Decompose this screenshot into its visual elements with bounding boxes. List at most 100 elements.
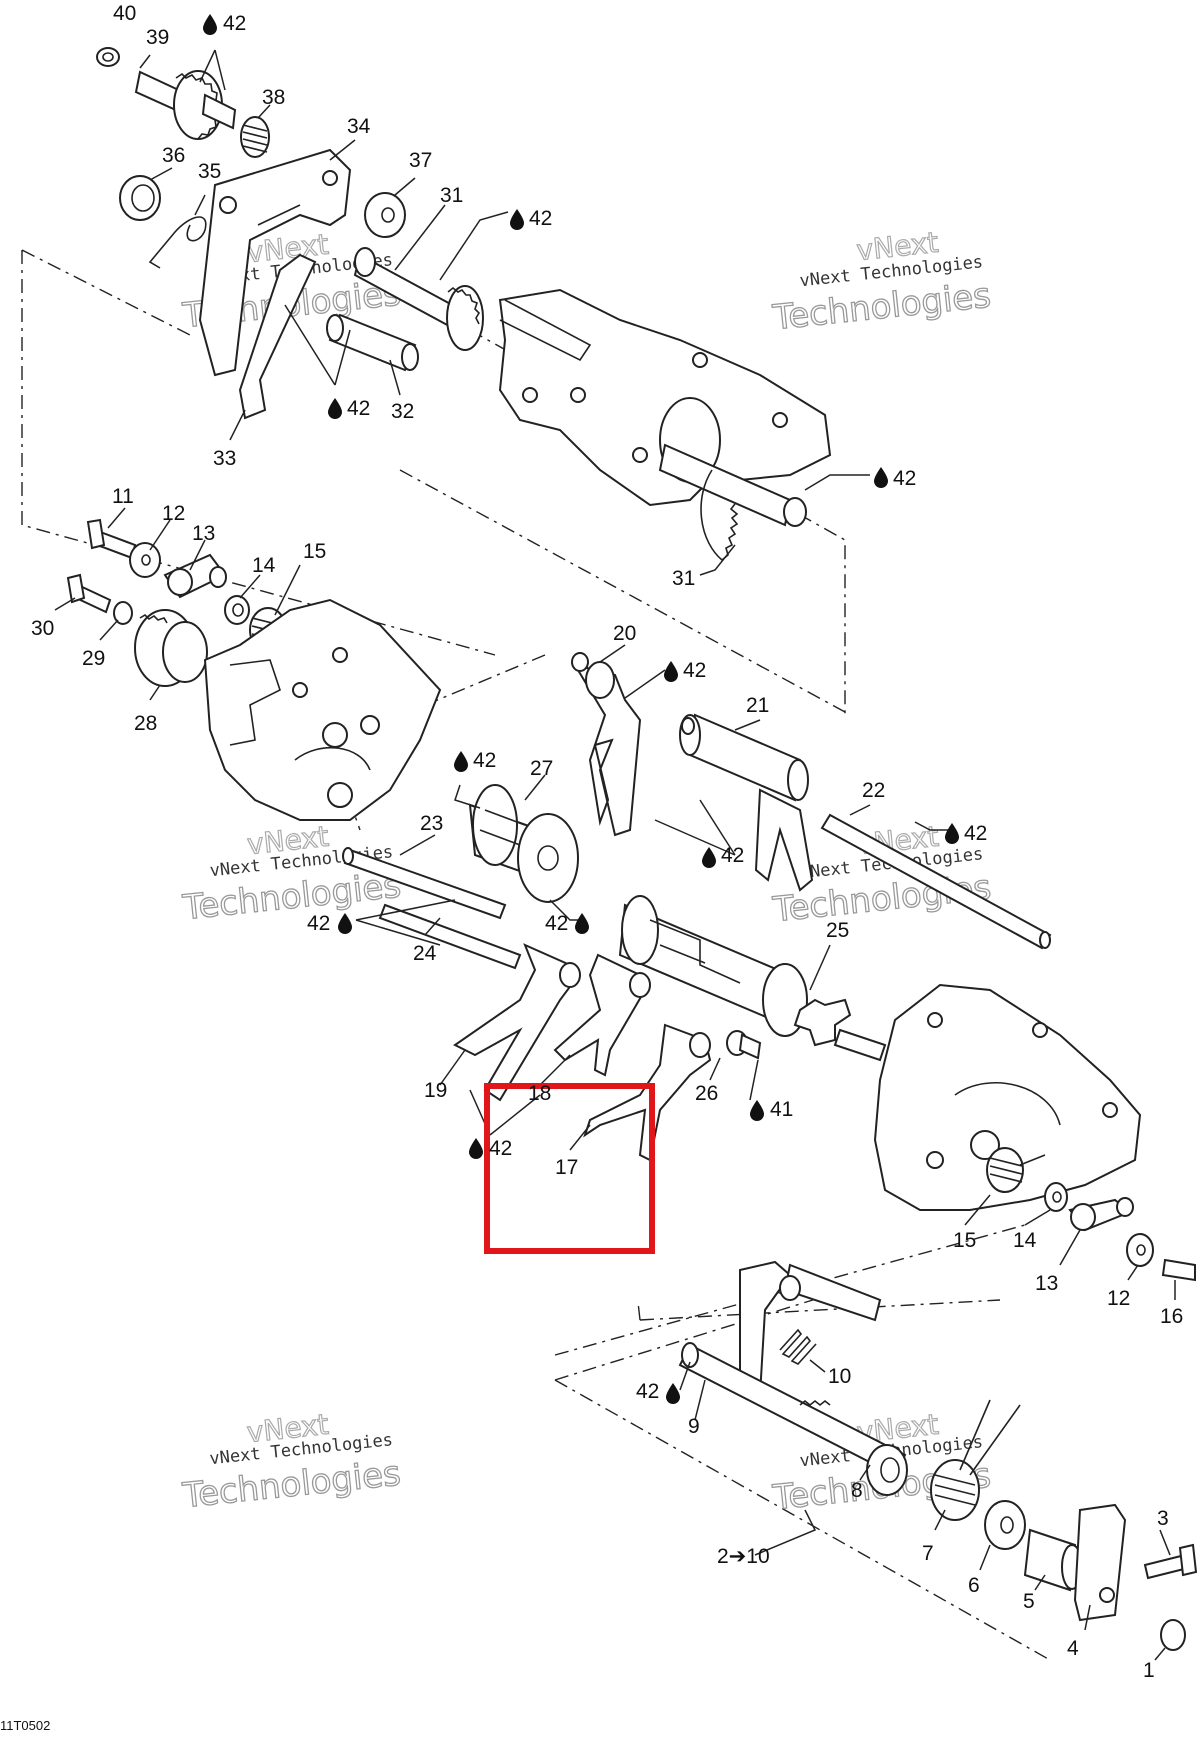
part-pin-32 — [326, 313, 419, 372]
part-spring-38 — [240, 116, 270, 158]
part-spring-10 — [779, 1328, 817, 1365]
callout-8: 8 — [851, 1479, 863, 1502]
callout-42-d: 42 — [893, 467, 916, 490]
part-housing-31 — [498, 288, 832, 562]
part-plate-34 — [198, 148, 352, 377]
callout-19: 19 — [424, 1079, 447, 1102]
callout-42-f: 42 — [473, 749, 496, 772]
part-rod-24 — [378, 903, 522, 970]
callout-42-g: 42 — [964, 822, 987, 845]
callout-13-right: 13 — [1035, 1272, 1058, 1295]
callout-6: 6 — [968, 1574, 980, 1597]
part-rod-22 — [820, 813, 1052, 950]
callout-labels: 40 39 42 38 34 36 35 37 31 42 42 32 33 4… — [31, 2, 1183, 1682]
callout-31-b: 31 — [672, 567, 695, 590]
callout-24: 24 — [413, 942, 437, 965]
oil-drop-icon — [575, 913, 589, 934]
part-washer-1 — [1160, 1619, 1186, 1651]
callout-23: 23 — [420, 812, 443, 835]
callout-37: 37 — [409, 149, 432, 172]
callout-39: 39 — [146, 26, 169, 49]
callout-32: 32 — [391, 400, 414, 423]
oil-drop-icon — [874, 467, 888, 488]
dashed-assembly-outline-lower — [554, 1289, 1051, 1661]
part-drum-27 — [468, 784, 579, 903]
callout-20: 20 — [613, 622, 636, 645]
leader-lines — [54, 49, 1176, 1661]
callout-1: 1 — [1143, 1659, 1155, 1682]
oil-drop-icon — [945, 823, 959, 844]
oil-drop-icon — [666, 1383, 680, 1404]
part-fork-17 — [583, 1023, 712, 1162]
callout-17: 17 — [555, 1156, 578, 1179]
callout-12-left: 12 — [162, 502, 185, 525]
part-fork-19 — [453, 943, 581, 1102]
part-washer-29 — [113, 601, 133, 625]
part-bolt-16 — [1161, 1258, 1196, 1282]
part-drum-25 — [618, 895, 887, 1062]
part-fork-20 — [571, 652, 642, 837]
callout-4: 4 — [1067, 1637, 1079, 1660]
callout-35: 35 — [198, 160, 221, 183]
callout-30: 30 — [31, 617, 54, 640]
oil-drop-icon — [328, 398, 342, 419]
callout-42-b: 42 — [529, 207, 552, 230]
part-washer-40 — [96, 47, 120, 67]
part-gear-shaft-39 — [134, 70, 237, 140]
callout-14-right: 14 — [1013, 1229, 1037, 1252]
part-bolt-3 — [1143, 1543, 1198, 1580]
part-bolt-30 — [66, 573, 112, 614]
callout-10: 10 — [828, 1365, 851, 1388]
part-shaft-21 — [679, 713, 814, 892]
oil-drop-icon — [203, 14, 217, 35]
callout-31-a: 31 — [440, 184, 463, 207]
callout-33: 33 — [213, 447, 236, 470]
part-shift-shaft-9 — [678, 1260, 907, 1477]
callout-5: 5 — [1023, 1590, 1035, 1613]
callout-14-left: 14 — [252, 554, 276, 577]
part-seal-36 — [119, 175, 161, 221]
callout-7: 7 — [922, 1542, 934, 1565]
callout-40: 40 — [113, 2, 136, 25]
part-spring-35 — [148, 216, 207, 269]
callout-3: 3 — [1157, 1507, 1169, 1530]
part-washer-14-left — [224, 595, 250, 625]
callout-21: 21 — [746, 694, 769, 717]
callout-9: 9 — [688, 1415, 700, 1438]
callout-41: 41 — [770, 1098, 793, 1121]
callout-12-right: 12 — [1107, 1287, 1130, 1310]
part-washer-37 — [364, 192, 406, 238]
callout-15-right: 15 — [953, 1229, 976, 1252]
callout-42-e: 42 — [683, 659, 706, 682]
callout-36: 36 — [162, 144, 185, 167]
watermark-top-right: vNext vNext Technologies Technologies — [770, 225, 994, 339]
oil-drop-icon — [750, 1100, 764, 1121]
part-spring-7 — [930, 1399, 1021, 1521]
callout-26: 26 — [695, 1082, 718, 1105]
oil-drop-icon — [338, 913, 352, 934]
oil-drop-icons — [203, 14, 959, 1404]
callout-42-c: 42 — [347, 397, 370, 420]
part-bushing-5 — [1023, 1528, 1083, 1592]
part-housing-right — [873, 983, 1142, 1211]
oil-drop-icon — [510, 209, 524, 230]
callout-42-i: 42 — [307, 912, 330, 935]
part-fork-18 — [553, 953, 651, 1077]
oil-drop-icon — [469, 1138, 483, 1159]
callout-13-left: 13 — [192, 522, 215, 545]
callout-2-to-10: 2➔10 — [717, 1545, 770, 1568]
callout-42-k: 42 — [489, 1137, 512, 1160]
oil-drop-icon — [702, 847, 716, 868]
callout-27: 27 — [530, 757, 553, 780]
part-lever-13-right — [1068, 1197, 1134, 1232]
highlight-box — [484, 1083, 655, 1254]
callout-18: 18 — [528, 1082, 551, 1105]
part-screw-26 — [726, 1030, 762, 1060]
callout-42-l: 42 — [636, 1380, 659, 1403]
part-washer-14-right — [1044, 1182, 1068, 1212]
watermark-bottom-left: vNext vNext Technologies Technologies — [180, 1407, 404, 1517]
callout-29: 29 — [82, 647, 105, 670]
part-lever-13-left — [163, 553, 227, 599]
part-seal-8 — [866, 1444, 908, 1496]
